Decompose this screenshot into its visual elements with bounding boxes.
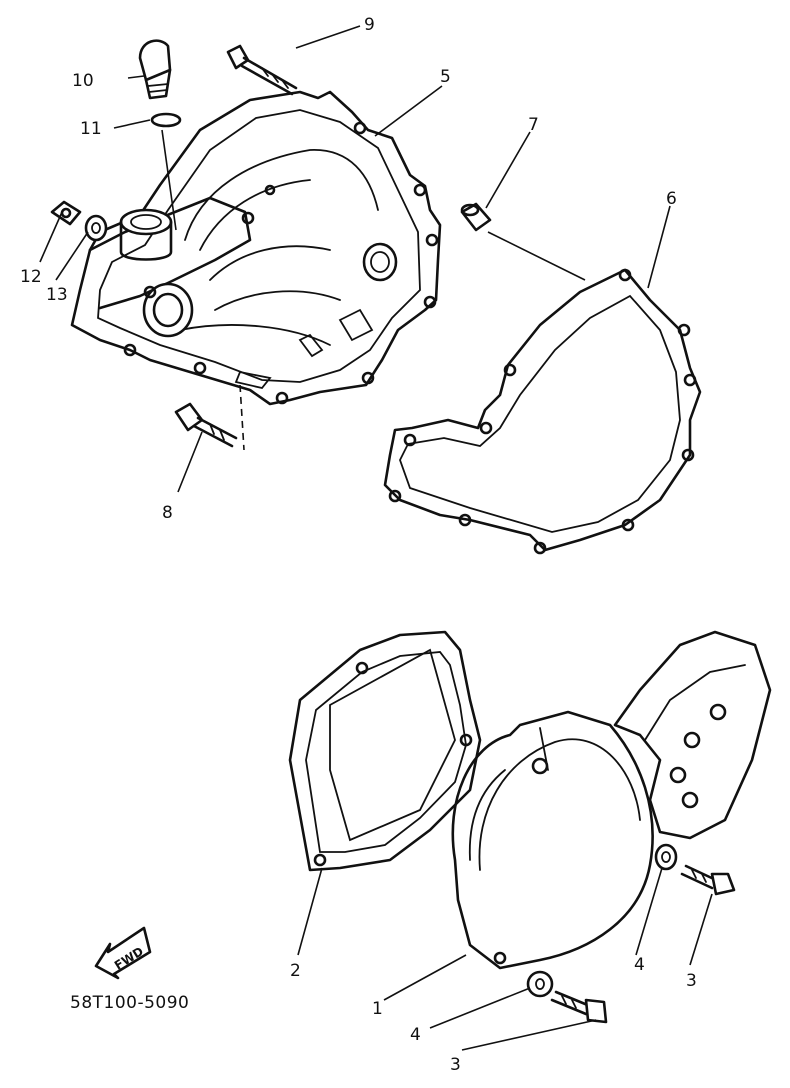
side-cover-gasket [288,630,482,872]
cover-gasket [383,268,702,555]
callout-5: 5 [440,67,451,87]
callout-8: 8 [162,503,173,523]
oil-filler-cap-part-10 [138,39,172,100]
callout-4b: 4 [410,1025,421,1045]
o-ring-part-11 [150,112,182,128]
bolt-part-8 [174,402,238,448]
callout-10: 10 [72,71,94,91]
bolt-part-12 [50,200,82,226]
callout-12: 12 [20,267,42,287]
side-cover [451,630,772,970]
callout-6: 6 [666,189,677,209]
callout-13: 13 [46,285,68,305]
bolt-part-3a [680,864,736,896]
washer-part-4a [654,843,678,871]
callout-3a: 3 [686,971,697,991]
callout-7: 7 [528,115,539,135]
callout-2: 2 [290,961,301,981]
callout-1: 1 [372,999,383,1019]
washer-part-13 [84,214,108,242]
bolt-part-3b [550,990,608,1024]
callout-4a: 4 [634,955,645,975]
crankcase-cover [70,90,442,406]
callout-9: 9 [364,15,375,35]
bolt-part-9 [226,44,298,96]
callout-11: 11 [80,119,102,139]
leader-lines [39,25,713,1051]
dowel-pin-part-7 [460,202,492,232]
forward-direction-arrow: FWD [94,926,152,980]
washer-part-4b [526,970,554,998]
callout-3b: 3 [450,1055,461,1075]
diagram-part-code: 58T100-5090 [70,993,189,1013]
